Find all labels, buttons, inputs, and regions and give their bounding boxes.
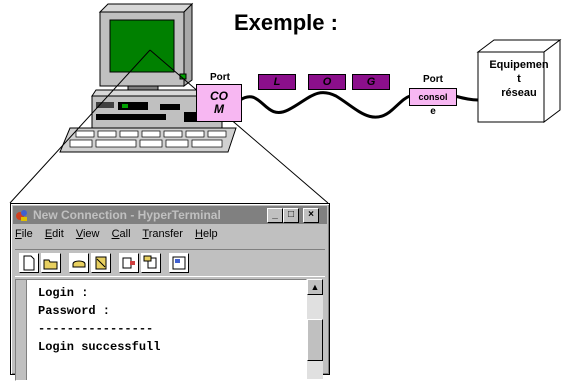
menu-call[interactable]: Call (111, 228, 131, 240)
console-port-label: Port (423, 74, 443, 85)
menu-transfer[interactable]: Transfer (142, 228, 183, 240)
disconnect-icon[interactable] (91, 253, 111, 273)
monitor (98, 2, 194, 93)
zoom-line-left (9, 49, 151, 204)
equipment-label: Equipemen t réseau (480, 58, 558, 100)
toolbar (15, 249, 325, 277)
com-port: CO M (196, 84, 242, 122)
window-title: New Connection - HyperTerminal (33, 208, 221, 222)
equipment-label-line: réseau (501, 87, 537, 99)
packet-o: O (308, 74, 346, 90)
zoom-line-right (149, 49, 329, 204)
minimize-button[interactable]: _ (267, 208, 283, 223)
console-cable (454, 94, 479, 102)
terminal-gutter (16, 280, 27, 380)
serial-cable (239, 91, 411, 119)
vertical-scrollbar[interactable]: ▲ (307, 279, 323, 379)
menu-edit[interactable]: Edit (44, 228, 64, 240)
hyperterminal-icon (16, 210, 27, 221)
com-port-label: Port (210, 72, 230, 83)
menu-file[interactable]: File (15, 228, 33, 240)
page-title: Exemple : (234, 10, 338, 35)
hyperterminal-window: New Connection - HyperTerminal _ □ × Fil… (10, 203, 330, 381)
com-port-name-line: CO (210, 89, 228, 103)
scroll-up-button[interactable]: ▲ (307, 279, 323, 295)
terminal-line: Password : (38, 304, 111, 318)
equipment-label-line: Equipemen (489, 59, 549, 71)
console-port: consol (409, 88, 457, 106)
close-button[interactable]: × (303, 208, 319, 223)
open-icon[interactable] (41, 253, 61, 273)
send-icon[interactable] (119, 253, 139, 273)
receive-icon[interactable] (141, 253, 161, 273)
terminal-line: Login successfull (38, 340, 161, 354)
terminal-line: ---------------- (38, 322, 154, 336)
packet-l: L (258, 74, 296, 90)
keyboard (59, 127, 237, 153)
network-equipment (476, 39, 562, 123)
properties-icon[interactable] (169, 253, 189, 273)
equipment-label-line: t (517, 73, 521, 85)
terminal-area[interactable]: Login : Password : ---------------- Logi… (15, 279, 307, 381)
scroll-thumb[interactable] (307, 319, 323, 361)
terminal-line: Login : (38, 286, 89, 300)
console-port-name-tail: e (430, 106, 436, 117)
window-titlebar[interactable]: New Connection - HyperTerminal _ □ × (13, 206, 327, 224)
connect-icon[interactable] (69, 253, 89, 273)
new-icon[interactable] (19, 253, 39, 273)
monitor-screen (109, 19, 175, 73)
menu-help[interactable]: Help (195, 228, 218, 240)
com-port-name-line: M (214, 102, 224, 116)
menu-bar: File Edit View Call Transfer Help (15, 228, 227, 244)
menu-view[interactable]: View (75, 228, 100, 240)
packet-g: G (352, 74, 390, 90)
maximize-button[interactable]: □ (283, 208, 299, 223)
